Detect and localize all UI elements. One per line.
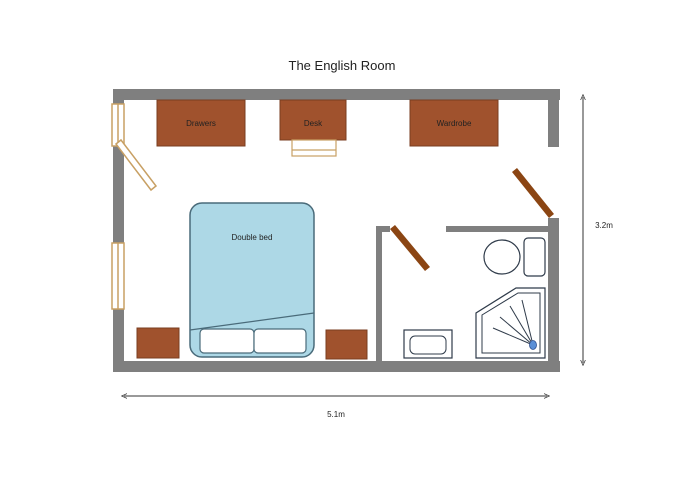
shower-tray-inner <box>481 292 541 354</box>
bedside-table-left <box>136 327 180 359</box>
outer-walls <box>113 89 560 372</box>
entrance-door <box>512 168 554 218</box>
shower-drain <box>529 340 537 350</box>
window-lower <box>111 242 125 310</box>
right-wall-lower <box>548 218 559 372</box>
window-upper-sash <box>114 138 158 192</box>
bathroom-wall-stub <box>376 226 390 232</box>
bottom-wall <box>113 361 560 372</box>
toilet-bowl <box>483 239 521 275</box>
drawers-label: Drawers <box>186 119 216 128</box>
sink <box>403 329 453 359</box>
pillow-left <box>199 328 255 354</box>
toilet <box>483 237 546 277</box>
wardrobe-label: Wardrobe <box>437 119 472 128</box>
sink-basin-inner <box>409 335 447 355</box>
wardrobe <box>409 99 499 147</box>
left-wall <box>113 89 124 372</box>
toilet-cistern <box>523 237 546 277</box>
desk-chair <box>291 139 337 157</box>
pillow-right <box>253 328 307 354</box>
bed-frame <box>189 202 315 358</box>
bathroom-door <box>390 225 430 271</box>
plan-title: The English Room <box>289 58 396 73</box>
width-dimension-label: 5.1m <box>327 410 345 419</box>
top-wall <box>113 89 560 100</box>
bathroom-walls <box>376 226 550 366</box>
bathroom-wall-horizontal <box>446 226 550 232</box>
height-dimension-label: 3.2m <box>595 221 613 230</box>
bathroom-wall-vertical <box>376 226 382 366</box>
window-upper <box>111 103 125 147</box>
shower <box>475 287 546 359</box>
bed-label: Double bed <box>232 233 273 242</box>
bedside-table-right <box>325 329 368 360</box>
drawers <box>156 99 246 147</box>
double-bed <box>189 202 315 358</box>
bed-cover-fold <box>189 312 315 331</box>
desk <box>279 99 347 141</box>
right-wall-upper <box>548 89 559 147</box>
desk-label: Desk <box>304 119 323 128</box>
